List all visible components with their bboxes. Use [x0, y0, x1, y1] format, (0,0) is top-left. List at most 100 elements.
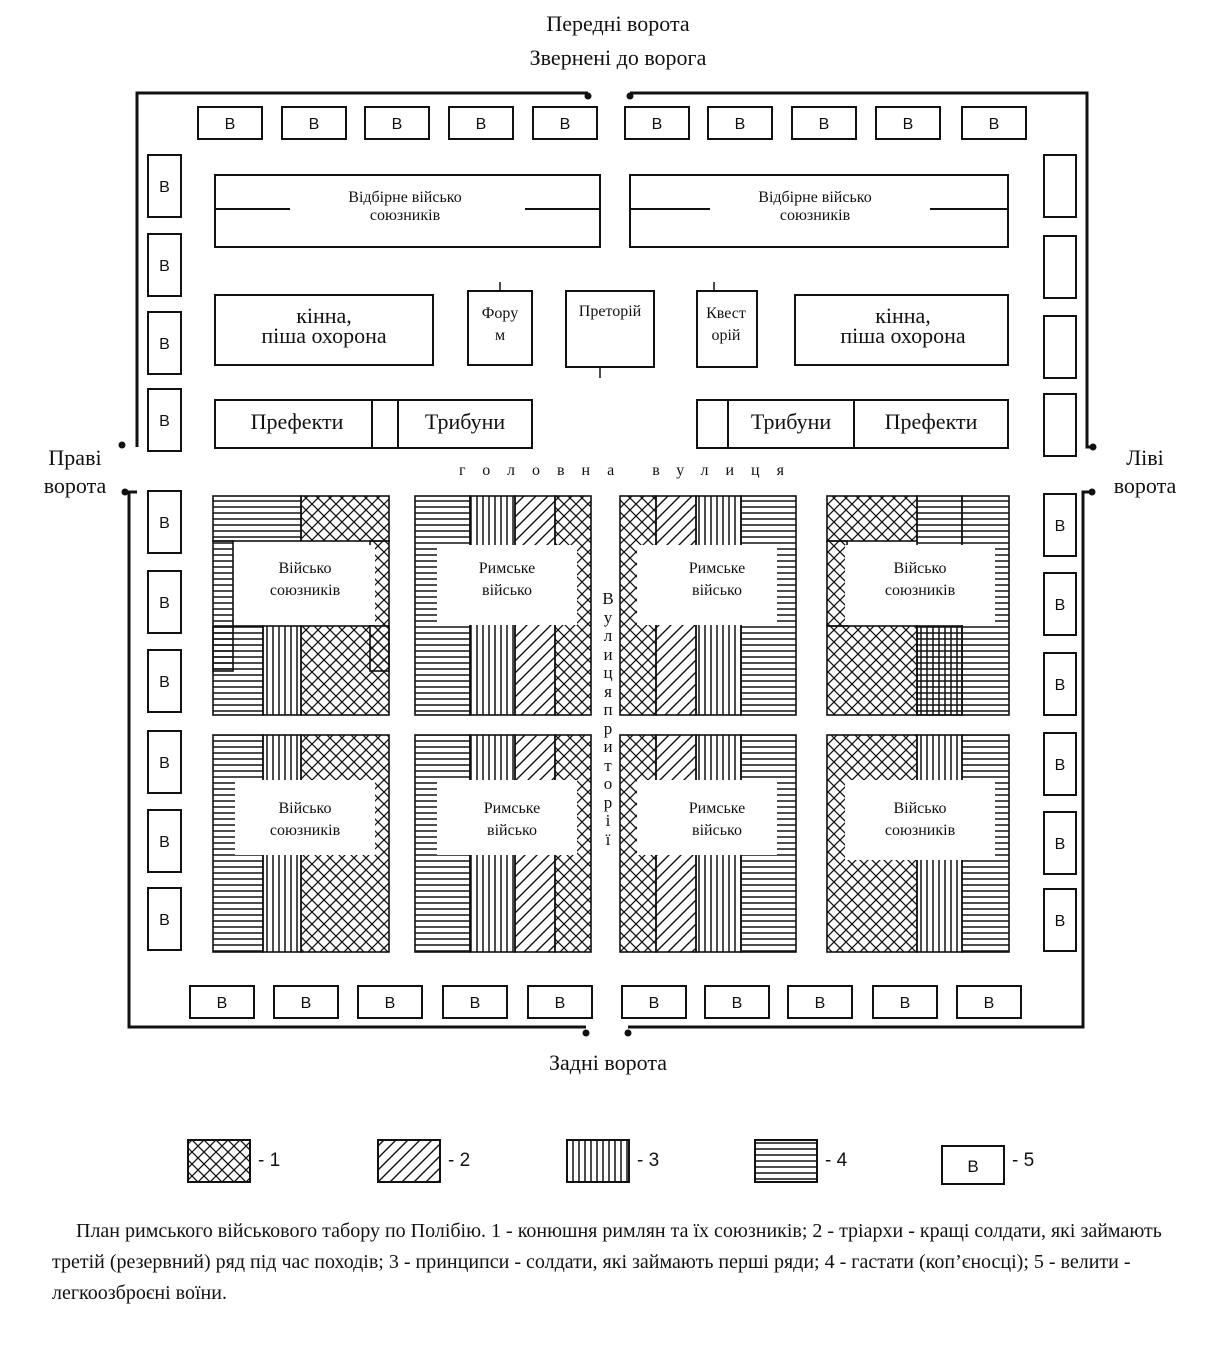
camp-wall: [127, 91, 1092, 1029]
quarter-label-area: [845, 780, 995, 860]
velites-box: В: [961, 106, 1027, 140]
velites-box: В: [147, 490, 182, 554]
velites-box-label: В: [1055, 597, 1066, 614]
velites-box: В: [624, 106, 690, 140]
velites-box-label: В: [900, 995, 911, 1012]
velites-box-frame: [357, 985, 423, 1019]
velites-box-frame: [621, 985, 687, 1019]
velites-box: В: [147, 233, 182, 297]
velites-box: В: [1043, 572, 1077, 636]
velites-box-frame: [189, 985, 255, 1019]
quarter-cell-horiz: [212, 625, 264, 716]
velites-box: В: [189, 985, 255, 1019]
velites-box-label: В: [159, 336, 170, 353]
velites-box-label: В: [385, 995, 396, 1012]
velites-box-frame: [147, 154, 182, 218]
gate-post: [624, 1029, 632, 1037]
quarter-cell-horiz: [212, 495, 302, 542]
quarter-label-area: [437, 780, 577, 855]
velites-box: В: [147, 887, 182, 951]
velites-box-label: В: [819, 116, 830, 133]
quarter-label-area: [637, 545, 777, 625]
quarter-block-2: [414, 495, 592, 716]
quarter-cell-cross: [826, 540, 848, 627]
prefects-left-label: Префекти: [250, 409, 344, 434]
gate-post: [1088, 488, 1096, 496]
velites-box-label: В: [159, 834, 170, 851]
front-gate-label: Передні ворота: [546, 11, 690, 36]
velites-box: В: [1043, 888, 1077, 952]
velites-box-frame: [532, 106, 598, 140]
guard-left: [214, 294, 434, 366]
velites-box-frame: [624, 106, 690, 140]
velites-box: В: [147, 649, 182, 713]
officers-row-left: [214, 399, 533, 449]
legend-number-5: - 5: [1012, 1150, 1035, 1171]
praetorium-block: [565, 290, 655, 368]
velites-box: В: [1043, 652, 1077, 716]
velites-box-frame: [147, 887, 182, 951]
velites-box-frame: [875, 106, 941, 140]
velites-box-label: В: [217, 995, 228, 1012]
tribunes-left-label: Трибуни: [424, 409, 506, 434]
quarter-label-area: [637, 780, 777, 855]
velites-box: В: [527, 985, 593, 1019]
camp-walls: [118, 91, 1097, 1037]
velites-box-label: В: [159, 179, 170, 196]
legend-number-2: - 2: [448, 1150, 471, 1171]
velites-box: [1043, 315, 1077, 379]
velites-box-label: В: [159, 755, 170, 772]
quarter-block-3: [619, 495, 797, 716]
quarter-label-area: [235, 780, 375, 855]
gate-post: [582, 1029, 590, 1037]
velites-box: В: [147, 388, 182, 452]
velites-box-frame: [707, 106, 773, 140]
main-street-label: головна вулиця: [459, 462, 801, 479]
velites-box: В: [787, 985, 853, 1019]
velites-box-frame: [1043, 888, 1077, 952]
velites-box-frame: [956, 985, 1022, 1019]
velites-box: В: [875, 106, 941, 140]
gate-post: [626, 92, 634, 100]
velites-box: В: [956, 985, 1022, 1019]
velites-box-frame: [1043, 732, 1077, 796]
legend-box-symbol-label: В: [967, 1157, 978, 1176]
velites-box: [1043, 235, 1077, 299]
legend-symbols: В: [187, 1139, 1005, 1185]
velites-box-frame: [787, 985, 853, 1019]
velites-box: В: [621, 985, 687, 1019]
velites-box-label: В: [555, 995, 566, 1012]
forum-block: [467, 290, 533, 366]
velites-box-frame: [704, 985, 770, 1019]
legend-swatch-horiz: [754, 1139, 818, 1183]
velites-box-frame: [1043, 652, 1077, 716]
velites-box-label: В: [903, 116, 914, 133]
legend-swatch-vert: [566, 1139, 630, 1183]
velites-box: В: [147, 570, 182, 634]
velites-box-frame: [147, 809, 182, 873]
velites-box-label: В: [159, 912, 170, 929]
velites-box-label: В: [159, 515, 170, 532]
velites-box-frame: [147, 311, 182, 375]
quarter-cell-cross: [826, 625, 918, 716]
rear-gate-label: Задні ворота: [549, 1050, 667, 1075]
velites-box-frame: [1043, 393, 1077, 457]
velites-box: [1043, 393, 1077, 457]
velites-box: В: [872, 985, 938, 1019]
velites-box-frame: [442, 985, 508, 1019]
velites-box: [1043, 154, 1077, 218]
quarter-cell-vert: [262, 625, 302, 716]
guard-right: [794, 294, 1009, 366]
velites-box: В: [147, 809, 182, 873]
velites-box: В: [532, 106, 598, 140]
